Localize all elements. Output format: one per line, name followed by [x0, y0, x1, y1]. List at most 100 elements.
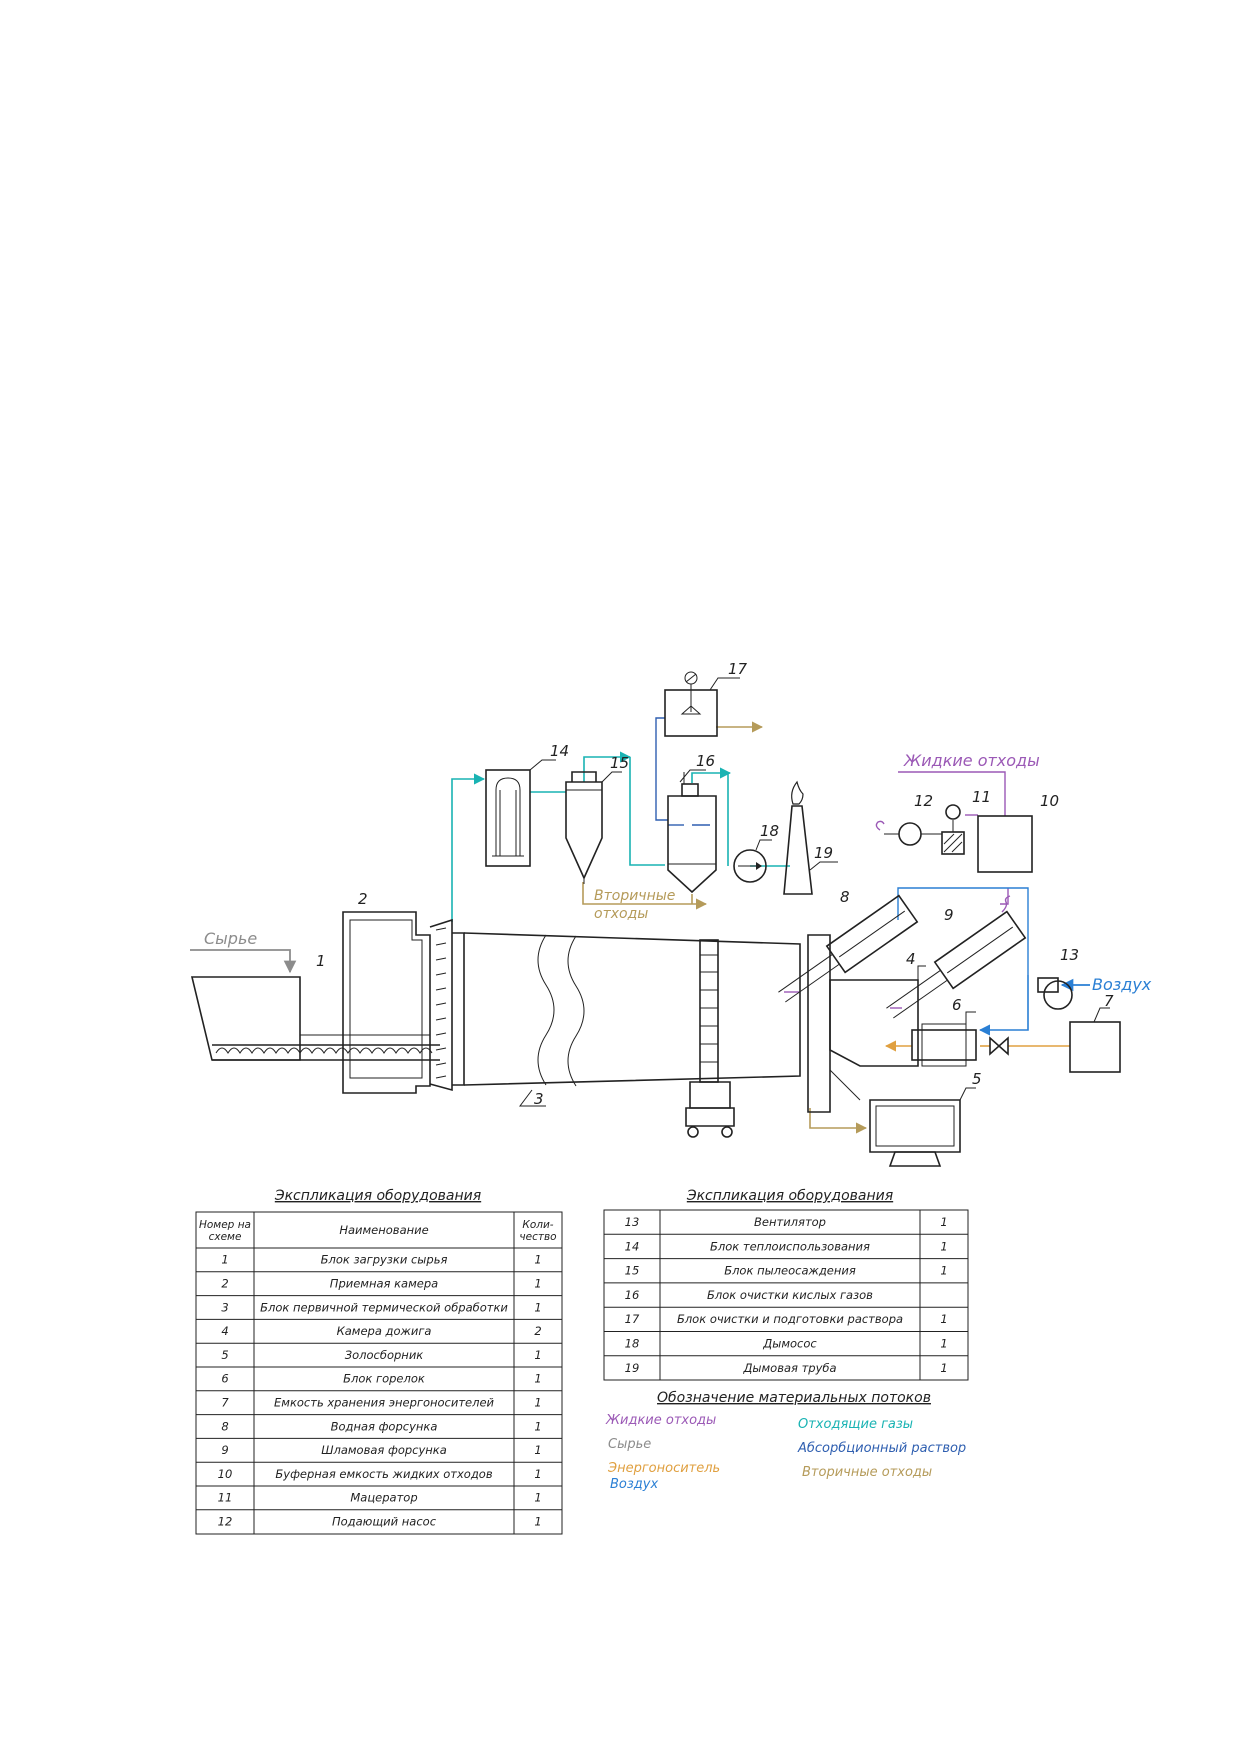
item-number-17: 17 [728, 660, 748, 678]
item-number-14: 14 [550, 742, 569, 760]
air-line-13-to-nozzles [897, 887, 1029, 975]
table-1-cell-name: Приемная камера [330, 1277, 438, 1291]
table-1-cell-qty: 1 [534, 1372, 541, 1386]
item-number-19: 19 [814, 844, 833, 862]
table-1-header-qty-1: Коли- [522, 1219, 553, 1231]
table-1-cell-name: Камера дожига [337, 1324, 432, 1338]
table-2-cell-qty: 1 [940, 1361, 947, 1375]
table-1-cell-num: 8 [221, 1419, 228, 1433]
legend-absorb: Абсорбционный раствор [797, 1441, 966, 1456]
item-number-9: 9 [944, 906, 954, 924]
legend-raw: Сырье [608, 1437, 651, 1452]
table-1-cell-qty: 1 [534, 1348, 541, 1362]
offgas-line-16-18 [691, 767, 732, 783]
equipment-12-pump [884, 822, 942, 846]
table-1-header-qty-2: чество [519, 1231, 556, 1243]
equipment-1-loading-block [190, 976, 440, 1061]
table-2-cell-qty: 1 [940, 1215, 947, 1229]
table-1-cell-qty: 1 [534, 1515, 541, 1529]
equipment-19-chimney [783, 780, 838, 895]
table-2-title: Экспликация оборудования [686, 1188, 893, 1204]
table-2-cell-name: Блок очистки и подготовки раствора [677, 1312, 903, 1326]
table-2-cell-name: Блок очистки кислых газов [707, 1288, 873, 1302]
equipment-8-water-nozzle [778, 894, 919, 1003]
table-1-cell-name: Мацератор [350, 1491, 417, 1505]
legend-offgas: Отходящие газы [798, 1417, 913, 1432]
table-1-cell-name: Емкость хранения энергоносителей [274, 1396, 495, 1410]
item-number-3: 3 [534, 1090, 544, 1108]
equipment-16-acid-gas-scrubber [667, 769, 717, 894]
table-1-cell-qty: 1 [534, 1467, 541, 1481]
table-1-header-num-1: Номер на [199, 1219, 251, 1231]
secondary-line-to-5 [809, 1108, 868, 1134]
table-1-cell-num: 10 [218, 1467, 233, 1481]
table-2-cell-num: 19 [625, 1361, 640, 1375]
table-1-cell-name: Блок горелок [343, 1372, 425, 1386]
table-1-cell-num: 4 [221, 1324, 228, 1338]
table-2-cell-num: 13 [625, 1215, 640, 1229]
equipment-13-fan [1037, 977, 1073, 1010]
legend-secondary: Вторичные отходы [802, 1465, 932, 1480]
table-1-cell-num: 12 [218, 1515, 233, 1529]
equipment-9-slurry-nozzle [886, 910, 1027, 1019]
table-1-cell-qty: 1 [534, 1396, 541, 1410]
table-1-cell-qty: 1 [534, 1300, 541, 1314]
item-number-5: 5 [972, 1070, 982, 1088]
table-2-cell-name: Вентилятор [754, 1215, 826, 1229]
table-1-cell-qty: 1 [534, 1277, 541, 1291]
stream-label-secondary-1: Вторичные [594, 888, 675, 904]
equipment-table-2: Экспликация оборудования 13 Вентилятор 1 14… [603, 1188, 969, 1381]
table-1-cell-name: Блок первичной термической обработки [260, 1300, 508, 1314]
table-2-cell-qty: 1 [940, 1337, 947, 1351]
table-1-cell-name: Буферная емкость жидких отходов [275, 1467, 492, 1481]
item-number-13: 13 [1060, 946, 1079, 964]
equipment-5-ash-collector [869, 1087, 976, 1167]
liquid-swirl-9 [1001, 895, 1011, 913]
item-number-7: 7 [1104, 992, 1114, 1010]
equipment-4-afterburning-chamber [807, 934, 926, 1113]
raw-feed-line [190, 949, 297, 974]
table-1-cell-qty: 2 [534, 1324, 541, 1338]
air-line-to-6 [978, 975, 1029, 1036]
table-2-cell-num: 18 [625, 1337, 640, 1351]
table-1-cell-num: 1 [221, 1253, 228, 1267]
liquid-line-to-9 [1000, 888, 1009, 905]
table-2-cell-qty: 1 [940, 1264, 947, 1278]
table-1-cell-num: 6 [221, 1372, 228, 1386]
equipment-17-solution-prep [664, 671, 740, 737]
table-2-cell-name: Блок теплоиспользования [710, 1239, 870, 1253]
table-1-cell-num: 9 [221, 1443, 228, 1457]
item-number-18: 18 [760, 822, 779, 840]
stream-label-liquid: Жидкие отходы [903, 751, 1040, 770]
item-number-16: 16 [696, 752, 715, 770]
item-numbers: 1 2 3 4 5 6 7 8 9 10 11 12 13 14 15 16 1… [316, 660, 1114, 1108]
table-1-cell-num: 7 [221, 1396, 229, 1410]
table-2-cell-name: Дымовая труба [742, 1361, 836, 1375]
secondary-line-15 [582, 882, 708, 910]
item-number-1: 1 [316, 952, 326, 970]
offgas-line-15-16 [583, 751, 632, 782]
absorb-line-17-16 [655, 717, 668, 821]
legend-title: Обозначение материальных потоков [657, 1390, 931, 1406]
equipment-14-heat-recovery [485, 759, 556, 867]
stream-label-secondary-2: отходы [594, 906, 648, 922]
table-2-cell-name: Дымосос [762, 1337, 817, 1351]
table-1-cell-num: 2 [221, 1277, 228, 1291]
legend-air: Воздух [610, 1477, 658, 1492]
offgas-line-to-16 [629, 757, 665, 866]
table-1-cell-qty: 1 [534, 1253, 541, 1267]
equipment-3-rotary-drum [452, 932, 801, 1138]
item-number-6: 6 [952, 996, 962, 1014]
item-number-4: 4 [906, 950, 916, 968]
legend-energy: Энергоноситель [607, 1461, 720, 1476]
stream-label-raw: Сырье [204, 929, 257, 948]
valve-icon [989, 1036, 1009, 1056]
table-2-cell-num: 14 [625, 1239, 640, 1253]
table-2-cell-name: Блок пылеосаждения [724, 1264, 856, 1278]
flow-legend: Обозначение материальных потоков Жидкие … [605, 1390, 966, 1492]
equipment-table-1: Экспликация оборудования Номер на схеме … [195, 1188, 563, 1535]
table-1-cell-name: Шламовая форсунка [321, 1443, 447, 1457]
equipment-11-macerator [941, 804, 965, 855]
